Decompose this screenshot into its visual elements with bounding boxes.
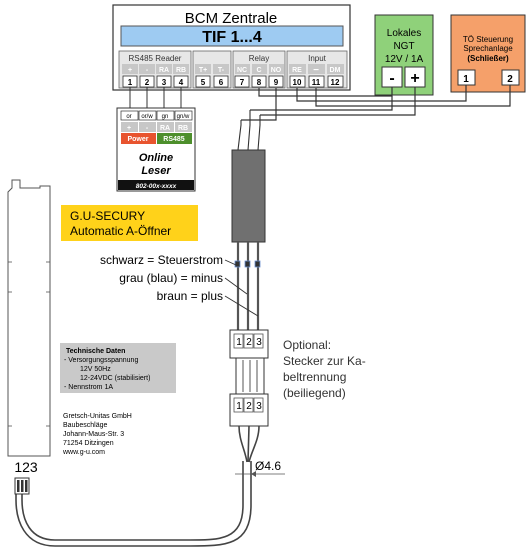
reader-tag-or: or (126, 114, 131, 120)
reader-power: Power (127, 136, 148, 143)
bcm-title: BCM Zentrale (185, 10, 278, 27)
group-label-relay: Relay (249, 54, 269, 63)
tuer-terminal-1: 1 (463, 74, 469, 85)
wire-brown-label: braun = plus (157, 289, 223, 303)
plug-num-3: 3 (256, 337, 262, 348)
reader-rb: RB (178, 125, 188, 132)
cable-feed (237, 110, 261, 151)
ngt-line2: NGT (393, 41, 414, 52)
address-line2: Baubeschläge (63, 422, 107, 429)
tuer-line3: (Schließer) (467, 54, 509, 63)
term-num-7: 7 (240, 78, 245, 87)
reader-line2: Leser (141, 165, 171, 177)
term-label-4: RB (176, 67, 186, 74)
ngt-line1: Lokales (387, 28, 421, 39)
group-label-input: Input (308, 54, 327, 63)
tuer-line1: TÖ Steuerung (463, 35, 513, 44)
term-num-4: 4 (179, 78, 184, 87)
term-num-1: 1 (128, 78, 133, 87)
diameter-marker: Ø4.6 (235, 459, 285, 477)
tech-line2: 12V 50Hz (80, 366, 111, 373)
online-leser: or or/w gn gn/w + - RA RB Power RS485 On… (116, 87, 196, 192)
optional-line4: (beiliegend) (283, 386, 346, 400)
optional-note: Optional: Stecker zur Ka- beltrennung (b… (283, 338, 366, 400)
term-label-10: RE (292, 67, 302, 74)
secury-title: G.U-SECURY (70, 209, 145, 223)
reader-tag-gnw: gn/w (177, 114, 190, 120)
term-label-6: T- (218, 67, 225, 74)
term-num-2: 2 (145, 78, 150, 87)
upper-wiring (241, 85, 511, 121)
plug-num-2: 2 (246, 337, 252, 348)
tuer-terminal-2: 2 (507, 74, 513, 85)
address-line3: Johann-Maus-Str. 3 (63, 431, 124, 438)
term-label-11: − (313, 65, 319, 76)
device-label-123: 123 (14, 459, 38, 475)
term-num-9: 9 (274, 78, 279, 87)
tech-line4: - Nennstrom 1A (64, 384, 113, 391)
lokales-ngt: Lokales NGT 12V / 1A - + (374, 14, 434, 96)
plug-num-2b: 2 (246, 401, 252, 412)
address-line1: Gretsch-Unitas GmbH (63, 413, 132, 420)
manufacturer-address: Gretsch-Unitas GmbH Baubeschläge Johann-… (62, 413, 132, 456)
address-line4: 71254 Ditzingen (63, 440, 114, 447)
term-label-1: + (128, 67, 132, 74)
cable (231, 149, 266, 330)
tech-line1: - Versorgungsspannung (64, 357, 138, 364)
plug-num-1b: 1 (236, 401, 242, 412)
ngt-minus-terminal: - (389, 70, 394, 87)
term-num-6: 6 (219, 78, 224, 87)
secury-label: G.U-SECURY Automatic A-Öffner (61, 205, 198, 241)
reader-plus: + (127, 125, 131, 132)
reader-ra: RA (160, 125, 170, 132)
term-num-8: 8 (257, 78, 262, 87)
reader-tag-orw: or/w (141, 114, 153, 120)
tuer-steuerung: TÖ Steuerung Sprechanlage (Schließer) 1 … (450, 14, 526, 93)
term-num-3: 3 (162, 78, 167, 87)
wire-legend: schwarz = Steuerstrom grau (blau) = minu… (100, 253, 259, 317)
term-num-11: 11 (312, 78, 321, 87)
term-label-3: RA (159, 67, 169, 74)
reader-minus: - (146, 125, 149, 132)
reader-rs485: RS485 (163, 136, 185, 143)
reader-part-number: 802-00x-xxxx (136, 183, 177, 190)
bcm-zentrale: BCM Zentrale TIF 1...4 RS485 Reader Rela… (112, 4, 351, 91)
wire-black-label: schwarz = Steuerstrom (100, 253, 223, 267)
optional-line1: Optional: (283, 338, 331, 352)
term-label-8: C (256, 67, 261, 74)
term-label-9: NO (271, 67, 282, 74)
group-label-rs485: RS485 Reader (129, 54, 182, 63)
plug-num-3b: 3 (256, 401, 262, 412)
reader-line1: Online (139, 152, 173, 164)
term-label-12: DM (330, 67, 341, 74)
ngt-plus-terminal: + (410, 70, 419, 87)
ngt-line3: 12V / 1A (385, 54, 424, 65)
address-line5: www.g-u.com (62, 449, 105, 456)
return-cable (15, 461, 252, 547)
plug-num-1: 1 (236, 337, 242, 348)
secury-subtitle: Automatic A-Öffner (70, 224, 171, 238)
term-num-12: 12 (331, 78, 340, 87)
term-label-5: T+ (199, 67, 207, 74)
tech-line3: 12-24VDC (stabilisiert) (80, 375, 150, 382)
diameter-label: Ø4.6 (255, 459, 281, 473)
tif-bar (120, 25, 344, 47)
tuer-line2: Sprechanlage (463, 44, 513, 53)
wire-grey-label: grau (blau) = minus (119, 271, 223, 285)
term-num-5: 5 (201, 78, 206, 87)
tech-data: Technische Daten - Versorgungsspannung 1… (60, 343, 176, 393)
tech-title: Technische Daten (66, 348, 125, 355)
optional-line2: Stecker zur Ka- (283, 354, 366, 368)
optional-line3: beltrennung (283, 370, 346, 384)
term-label-7: NC (237, 67, 247, 74)
door-opener-device: 123 (7, 179, 51, 495)
term-num-10: 10 (293, 78, 302, 87)
reader-tag-gn: gn (162, 114, 169, 120)
tif-label: TIF 1...4 (202, 29, 262, 46)
plug-connector: 1 2 3 1 2 3 (229, 329, 269, 463)
term-label-2: - (146, 67, 149, 74)
